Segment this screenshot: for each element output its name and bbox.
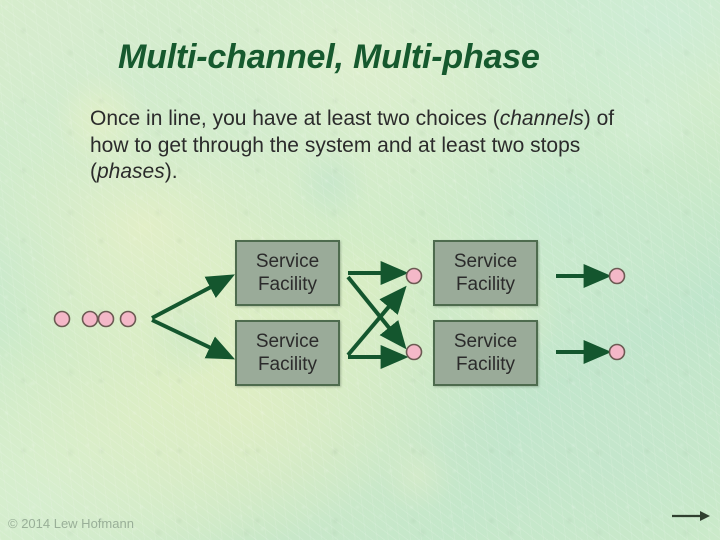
body-emphasis-1: channels (499, 107, 584, 130)
arrow-entry-to-channel2 (151, 318, 236, 360)
mid-customer-circle-2 (405, 343, 423, 361)
body-run-2: ) of how to get through the system and a… (90, 107, 615, 183)
facility-label-line2: Facility (455, 354, 516, 375)
arrow-phase1b-to-mid-top (346, 285, 407, 357)
body-emphasis-3: phases (97, 160, 165, 183)
body-run-0: Once in line, you have at least two choi… (90, 107, 500, 130)
facility-label-line1: Service (453, 331, 518, 352)
body-run-4: ). (164, 160, 178, 183)
queue-customer-circle-4 (119, 310, 137, 328)
slide-body-text: Once in line, you have at least two choi… (90, 106, 630, 186)
mid-customer-circle-1 (405, 267, 423, 285)
queue-customer-circle-1 (53, 310, 71, 328)
facility-label-line1: Service (255, 331, 320, 352)
facility-label-line1: Service (453, 251, 518, 272)
facility-label-line2: Facility (455, 274, 516, 295)
slide-title: Multi-channel, Multi-phase (118, 38, 540, 76)
facility-label-line1: Service (255, 251, 320, 272)
copyright-footer: © 2014 Lew Hofmann (8, 516, 134, 531)
arrow-entry-to-channel1 (151, 274, 235, 320)
exit-customer-circle-2 (608, 343, 626, 361)
queue-customer-circle-2 (81, 310, 99, 328)
queue-customer-circle-3 (97, 310, 115, 328)
diagram-arrows (151, 261, 612, 369)
arrow-phase1a-to-mid-bottom (346, 275, 407, 350)
facility-label-line2: Facility (257, 354, 318, 375)
diagram-customer-circles (53, 267, 626, 361)
exit-customer-circle-1 (608, 267, 626, 285)
facility-label-line2: Facility (257, 274, 318, 295)
